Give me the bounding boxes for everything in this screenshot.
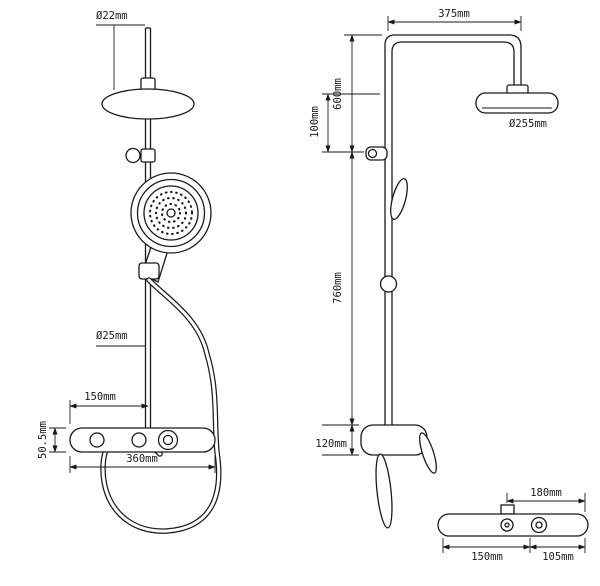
dim-label-span-right: 105mm <box>542 551 574 563</box>
plan-view: 180mm 150mm 105mm <box>437 487 589 563</box>
overhead-shower-side <box>475 84 559 114</box>
wall-bracket-front <box>125 147 156 164</box>
mixer-valve-side <box>360 424 437 529</box>
dim-label-valve-width: 360mm <box>126 453 158 465</box>
dim-label-lower-section: 760mm <box>332 272 344 304</box>
side-view: 375mm 600mm 100mm Ø255mm 760mm 120mm <box>309 8 559 529</box>
wall-bracket-side <box>365 146 388 161</box>
front-view: Ø22mm Ø25mm 150mm 360mm 50.5mm <box>37 10 222 534</box>
dim-label-valve-height: 50.5mm <box>37 421 49 459</box>
dim-label-top-pipe-diameter: Ø22mm <box>96 10 128 22</box>
dim-label-arm-length: 375mm <box>438 8 470 20</box>
dim-label-head-diameter: Ø255mm <box>509 118 547 130</box>
diverter-lever-side <box>390 177 408 221</box>
dim-label-valve-depth: 120mm <box>315 438 347 450</box>
side-view-dimensions: 375mm 600mm 100mm Ø255mm 760mm 120mm <box>309 8 547 456</box>
dim-label-valve-offset: 150mm <box>84 391 116 403</box>
dim-label-span-total: 180mm <box>530 487 562 499</box>
dim-label-head-drop: 100mm <box>309 106 321 138</box>
hand-shower-side <box>375 453 393 529</box>
mixer-valve-front <box>69 427 216 453</box>
hand-shower-holder <box>138 262 160 280</box>
plan-view-dimensions: 180mm 150mm 105mm <box>442 487 586 563</box>
head-connector-front <box>140 77 156 91</box>
slider-ring-side <box>379 275 398 293</box>
dim-label-riser-pipe-diameter: Ø25mm <box>96 330 128 342</box>
overhead-shower-front <box>101 88 195 120</box>
mixer-valve-plan <box>437 504 589 537</box>
dim-label-span-left: 150mm <box>471 551 503 563</box>
riser-pipe-side <box>384 34 522 425</box>
front-view-dimensions: Ø22mm Ø25mm 150mm 360mm 50.5mm <box>37 10 216 473</box>
hand-shower-face <box>130 172 212 254</box>
